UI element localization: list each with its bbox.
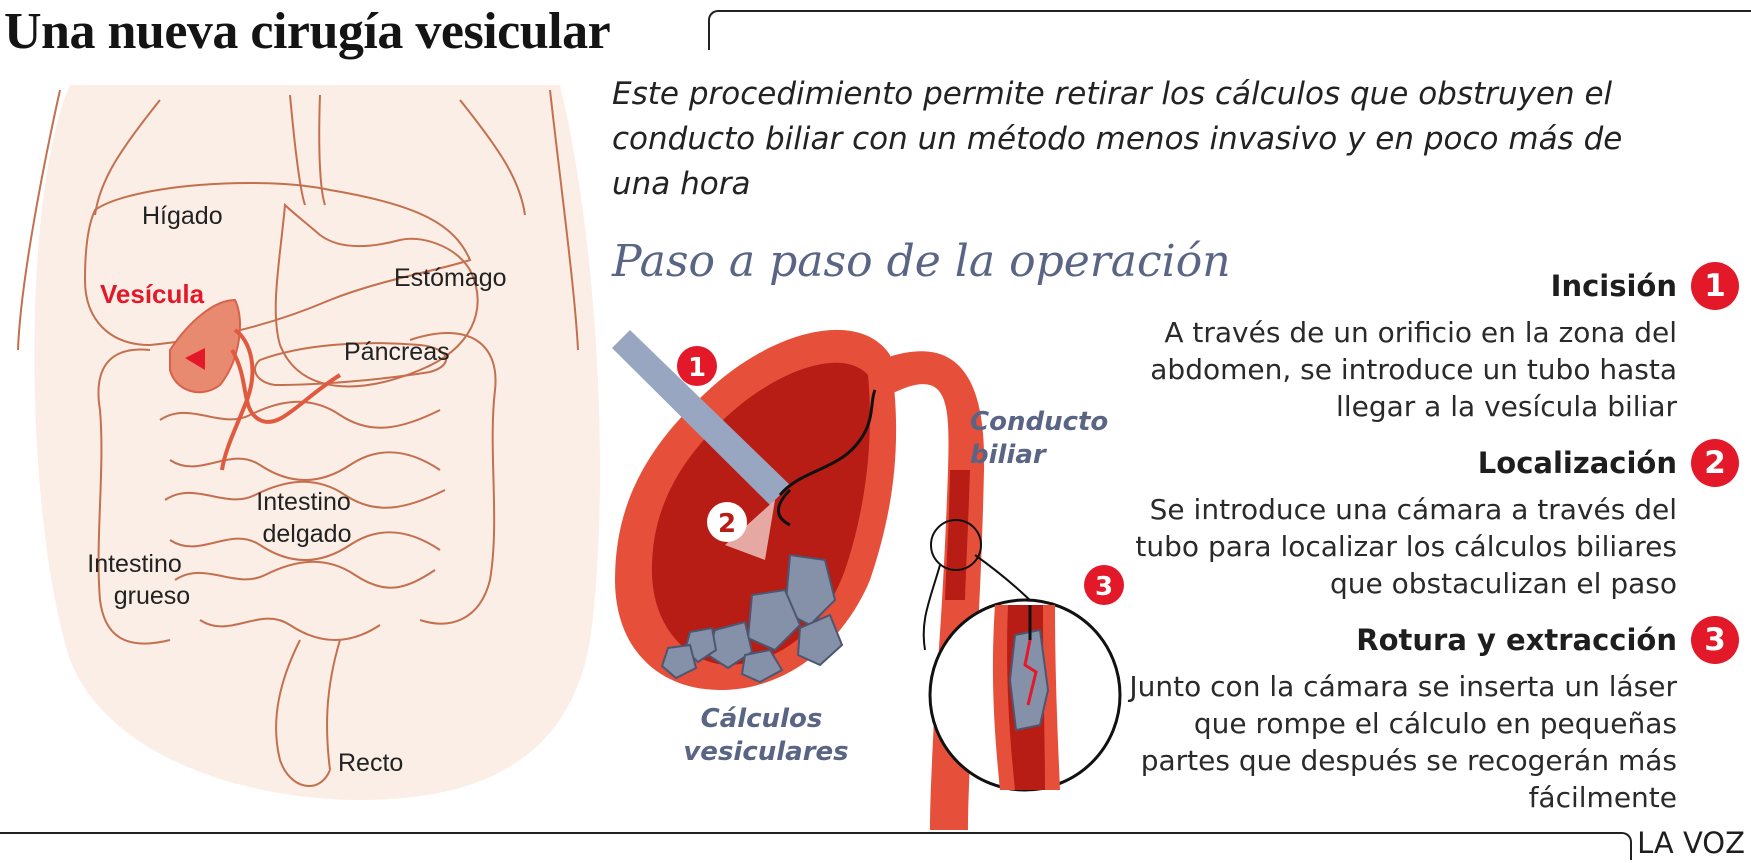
step-title: Localización — [1477, 446, 1677, 480]
gallbladder-marker — [185, 348, 205, 370]
rib-left — [94, 99, 161, 216]
label-pancreas: Páncreas — [344, 338, 450, 366]
page-title: Una nueva cirugía vesicular — [4, 3, 611, 60]
steps-list: Incisión 1 A través de un orificio en la… — [1099, 262, 1739, 830]
esophagus — [289, 94, 326, 206]
label-intestino-delgado: Intestino delgado — [256, 488, 357, 548]
label-calculos-vesiculares: Cálculos vesiculares — [683, 704, 848, 767]
procedure-illustration: 1 2 3 Conducto biliar Cálculos vesicular… — [612, 329, 1124, 830]
bile-duct-anatomy — [220, 328, 342, 471]
step-incision: Incisión 1 A través de un orificio en la… — [1099, 262, 1739, 425]
marker-3: 3 — [1095, 572, 1113, 602]
step-number-badge: 1 — [1691, 262, 1739, 310]
step-title: Rotura y extracción — [1356, 623, 1677, 657]
stomach-outline — [274, 202, 479, 388]
label-intestino-grueso-line2: grueso — [114, 582, 190, 610]
marker-2: 2 — [718, 509, 736, 539]
intro-text: Este procedimiento permite retirar los c… — [612, 76, 1623, 202]
title-rule — [708, 10, 1751, 50]
marker-1-circle — [677, 346, 717, 386]
small-intestine-coils — [159, 400, 446, 641]
laser-crack — [1023, 639, 1038, 706]
step-description: Junto con la cámara se inserta un láser … — [1129, 670, 1677, 814]
step-number-badge: 2 — [1691, 439, 1739, 487]
step-description: A través de un orificio en la zona del a… — [1150, 316, 1677, 423]
gallbladder-organ — [169, 298, 241, 394]
step-localizacion: Localización 2 Se introduce una cámara a… — [1099, 439, 1739, 602]
step-description: Se introduce una cámara a través del tub… — [1135, 493, 1677, 600]
label-conducto-biliar: Conducto biliar — [970, 407, 1117, 470]
step-header: Rotura y extracción 3 — [1099, 616, 1739, 664]
liver-outline — [83, 181, 472, 347]
bile-duct-inner — [945, 470, 970, 600]
source-logo: LA VOZ — [1637, 826, 1745, 860]
label-conducto-biliar-line1: Conducto — [970, 407, 1108, 437]
torso-outline-left — [17, 89, 61, 351]
label-conducto-biliar-line2: biliar — [970, 440, 1048, 470]
step-header: Localización 2 — [1099, 439, 1739, 487]
camera-cable — [778, 389, 877, 496]
marker-1: 1 — [688, 353, 706, 383]
camera-light-cone — [725, 500, 775, 560]
camera-cable-tip — [777, 488, 792, 527]
label-vesicula: Vesícula — [100, 279, 205, 309]
label-higado: Hígado — [142, 202, 223, 230]
rib-right — [459, 99, 526, 216]
rectum-outline — [275, 639, 341, 787]
step-number-badge: 3 — [1691, 616, 1739, 664]
large-intestine-outline — [97, 332, 497, 645]
label-estomago: Estómago — [394, 264, 507, 292]
torso-silhouette — [34, 85, 601, 800]
gallstone — [660, 643, 698, 680]
pancreas-outline — [254, 342, 447, 387]
label-calculos-line1: Cálculos — [701, 704, 823, 734]
gallstones — [660, 553, 844, 684]
zoom-stone — [1008, 628, 1050, 732]
bottom-rule — [0, 832, 1632, 860]
marker-2-circle — [707, 502, 747, 542]
zoom-source-circle — [930, 519, 982, 571]
step-header: Incisión 1 — [1099, 262, 1739, 310]
label-intestino-delgado-line1: Intestino — [256, 488, 351, 516]
label-recto: Recto — [338, 749, 403, 777]
label-intestino-grueso-line1: Intestino — [87, 550, 182, 578]
label-calculos-line2: vesiculares — [683, 737, 848, 767]
anatomy-illustration: Hígado Vesícula Estómago Páncreas Intest… — [17, 85, 601, 800]
step-title: Incisión — [1550, 269, 1677, 303]
marker-3-circle — [1084, 565, 1124, 605]
label-intestino-grueso: Intestino grueso — [87, 550, 190, 610]
label-intestino-delgado-line2: delgado — [263, 520, 352, 548]
gallstone — [740, 648, 784, 684]
step-rotura-extraccion: Rotura y extracción 3 Junto con la cámar… — [1099, 616, 1739, 816]
gallstone — [796, 613, 844, 667]
torso-outline-right — [549, 89, 579, 351]
steps-heading: Paso a paso de la operación — [612, 236, 1231, 287]
surgical-tube — [612, 330, 790, 505]
gallstone — [746, 588, 802, 652]
